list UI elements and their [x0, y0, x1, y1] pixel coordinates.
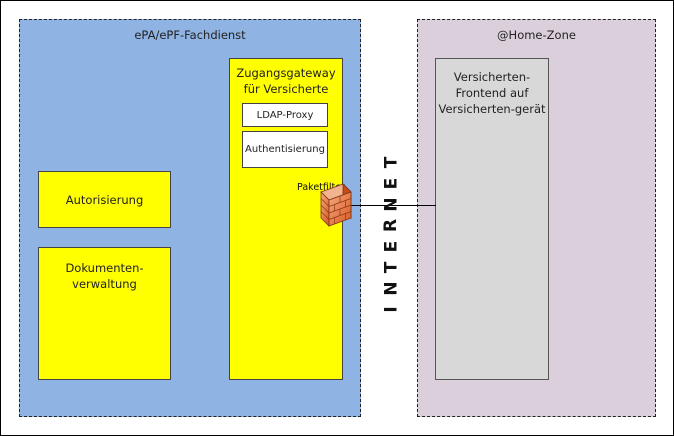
internet-letter: R [381, 218, 402, 233]
home-zone-title: @Home-Zone [497, 28, 576, 42]
paketfilter-label: Paketfilter [297, 182, 345, 193]
internet-letter: I [381, 306, 402, 313]
internet-letter: N [381, 281, 402, 296]
autorisierung-box: Autorisierung [38, 171, 171, 228]
dokumentenverwaltung-box: Dokumenten-verwaltung [38, 247, 171, 380]
internet-letter: T [381, 156, 402, 169]
connection-line [346, 205, 436, 206]
fachdienst-zone-title: ePA/ePF-Fachdienst [134, 28, 246, 42]
versicherten-frontend-box: Versicherten-Frontend auf Versicherten-g… [435, 58, 549, 380]
ldap-proxy-box: LDAP-Proxy [242, 103, 328, 127]
internet-letter: N [381, 197, 402, 212]
authentisierung-box: Authentisierung [242, 131, 328, 168]
internet-letter: E [381, 240, 402, 253]
internet-letter: T [381, 261, 402, 274]
firewall-icon [320, 183, 352, 227]
internet-letter: E [381, 177, 402, 190]
zugangsgateway-title: Zugangsgateway für Versicherte [236, 66, 336, 96]
